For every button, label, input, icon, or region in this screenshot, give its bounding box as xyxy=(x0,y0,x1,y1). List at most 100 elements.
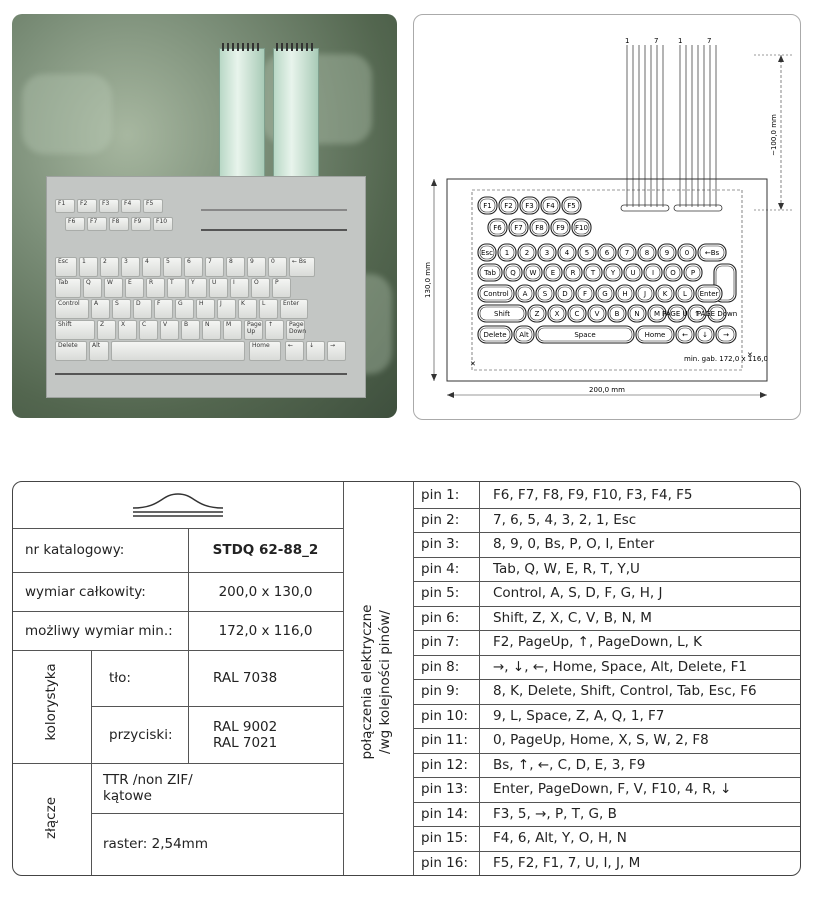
connector-type-1: TTR /non ZIF/ xyxy=(103,772,193,788)
photo-key: N xyxy=(202,320,221,340)
photo-key: ↑ xyxy=(265,320,284,340)
drawing-key: C xyxy=(567,304,587,323)
drawing-key: A xyxy=(515,284,535,303)
drawing-key-label: R xyxy=(571,269,576,277)
min-size-label: możliwy wymiar min.: xyxy=(25,622,173,639)
drawing-key-label: Home xyxy=(645,331,666,339)
connector-label: złącze xyxy=(43,797,59,840)
drawing-key: Y xyxy=(603,263,623,282)
photo-key: M xyxy=(223,320,242,340)
photo-fkey: F6 xyxy=(65,217,85,231)
pin-label: pin 15: xyxy=(421,830,468,847)
photo-key: E xyxy=(125,278,144,298)
drawing-key: F10 xyxy=(571,218,592,237)
pin-mark: 1 xyxy=(678,37,682,45)
drawing-key: Home xyxy=(635,325,675,344)
buttons-value-2: RAL 7021 xyxy=(213,734,278,751)
drawing-key: M xyxy=(647,304,667,323)
drawing-key-label: Delete xyxy=(484,331,507,339)
drawing-key: 4 xyxy=(557,243,577,262)
pin-keys: Bs, ↑, ←, C, D, E, 3, F9 xyxy=(493,756,646,773)
background-key-blur xyxy=(22,74,112,154)
drawing-key-label: I xyxy=(652,269,654,277)
photo-key: U xyxy=(209,278,228,298)
bg-value: RAL 7038 xyxy=(213,670,278,686)
drawing-key-label: T xyxy=(590,269,596,277)
drawing-key: N xyxy=(627,304,647,323)
pin-mark: 1 xyxy=(625,37,629,45)
pin-label: pin 7: xyxy=(421,634,460,651)
photo-key: Shift xyxy=(55,320,95,340)
photo-key: Esc xyxy=(55,257,77,277)
photo-key: F xyxy=(154,299,173,319)
drawing-key-label: 3 xyxy=(545,249,549,257)
pin-keys: Control, A, S, D, F, G, H, J xyxy=(493,585,663,602)
drawing-key-label: F xyxy=(583,290,587,298)
min-size-note: min. gab. 172,0 x 116,0 xyxy=(684,355,768,363)
drawing-key-label: Enter xyxy=(700,290,719,298)
photo-fkey: F3 xyxy=(99,199,119,213)
photo-fkey: F4 xyxy=(121,199,141,213)
drawing-key: 0 xyxy=(677,243,697,262)
drawing-key: B xyxy=(607,304,627,323)
drawing-key-label: PAGE Up xyxy=(662,310,693,318)
pin-keys: F5, F2, F1, 7, U, I, J, M xyxy=(493,854,641,871)
drawing-key-label: → xyxy=(723,331,729,339)
connector-type-2: kątowe xyxy=(103,788,152,804)
photo-fkey: F9 xyxy=(131,217,151,231)
pin-label: pin 4: xyxy=(421,560,460,577)
drawing-key: O xyxy=(663,263,683,282)
drawing-key: K xyxy=(655,284,675,303)
pin-keys: Enter, PageDown, F, V, F10, 4, R, ↓ xyxy=(493,781,732,798)
drawing-key-label: 8 xyxy=(645,249,649,257)
drawing-key: U xyxy=(623,263,643,282)
ribbon-connector xyxy=(673,204,723,212)
drawing-key: H xyxy=(615,284,635,303)
drawing-key: P xyxy=(683,263,703,282)
drawing-key-label: Control xyxy=(483,290,508,298)
total-size-value: 200,0 x 130,0 xyxy=(218,583,313,600)
photo-fkey: F10 xyxy=(153,217,173,231)
drawing-key-label: 6 xyxy=(605,249,610,257)
drawing-key-label: PAGE Down xyxy=(697,310,737,318)
pin-keys: F4, 6, Alt, Y, O, H, N xyxy=(493,830,627,847)
photo-key: T xyxy=(167,278,186,298)
photo-key: P xyxy=(272,278,291,298)
drawing-key: V xyxy=(587,304,607,323)
drawing-key-label: N xyxy=(634,310,639,318)
drawing-key-label: 1 xyxy=(505,249,509,257)
drawing-key: S xyxy=(535,284,555,303)
drawing-key-label: Q xyxy=(510,269,516,277)
drawing-key: F4 xyxy=(540,196,561,215)
photo-key: C xyxy=(139,320,158,340)
buttons-label: przyciski: xyxy=(109,726,173,743)
drawing-key-label: F5 xyxy=(567,202,575,210)
drawing-key-label: ← xyxy=(682,331,688,339)
drawing-key: Alt xyxy=(513,325,535,344)
pin-label: pin 13: xyxy=(421,781,468,798)
pin-label: pin 14: xyxy=(421,805,468,822)
pin-keys: F2, PageUp, ↑, PageDown, L, K xyxy=(493,634,703,651)
drawing-key-label: D xyxy=(562,290,567,298)
drawing-key-label: Y xyxy=(610,269,616,277)
drawing-key-label: O xyxy=(670,269,676,277)
photo-key: Home xyxy=(249,341,281,361)
drawing-key-label: F1 xyxy=(483,202,491,210)
drawing-key: 6 xyxy=(597,243,617,262)
pin-keys: F6, F7, F8, F9, F10, F3, F4, F5 xyxy=(493,487,693,504)
catalog-label: nr katalogowy: xyxy=(25,542,125,558)
photo-fkey: F7 xyxy=(87,217,107,231)
photo-key: D xyxy=(133,299,152,319)
drawing-key: 3 xyxy=(537,243,557,262)
drawing-key: Esc xyxy=(477,243,497,262)
photo-key: W xyxy=(104,278,123,298)
pin-label: pin 12: xyxy=(421,756,468,773)
pin-keys: Tab, Q, W, E, R, T, Y,U xyxy=(493,560,640,577)
drawing-key-label: Space xyxy=(574,331,595,339)
drawing-key-label: F9 xyxy=(556,224,564,232)
photo-key: R xyxy=(146,278,165,298)
